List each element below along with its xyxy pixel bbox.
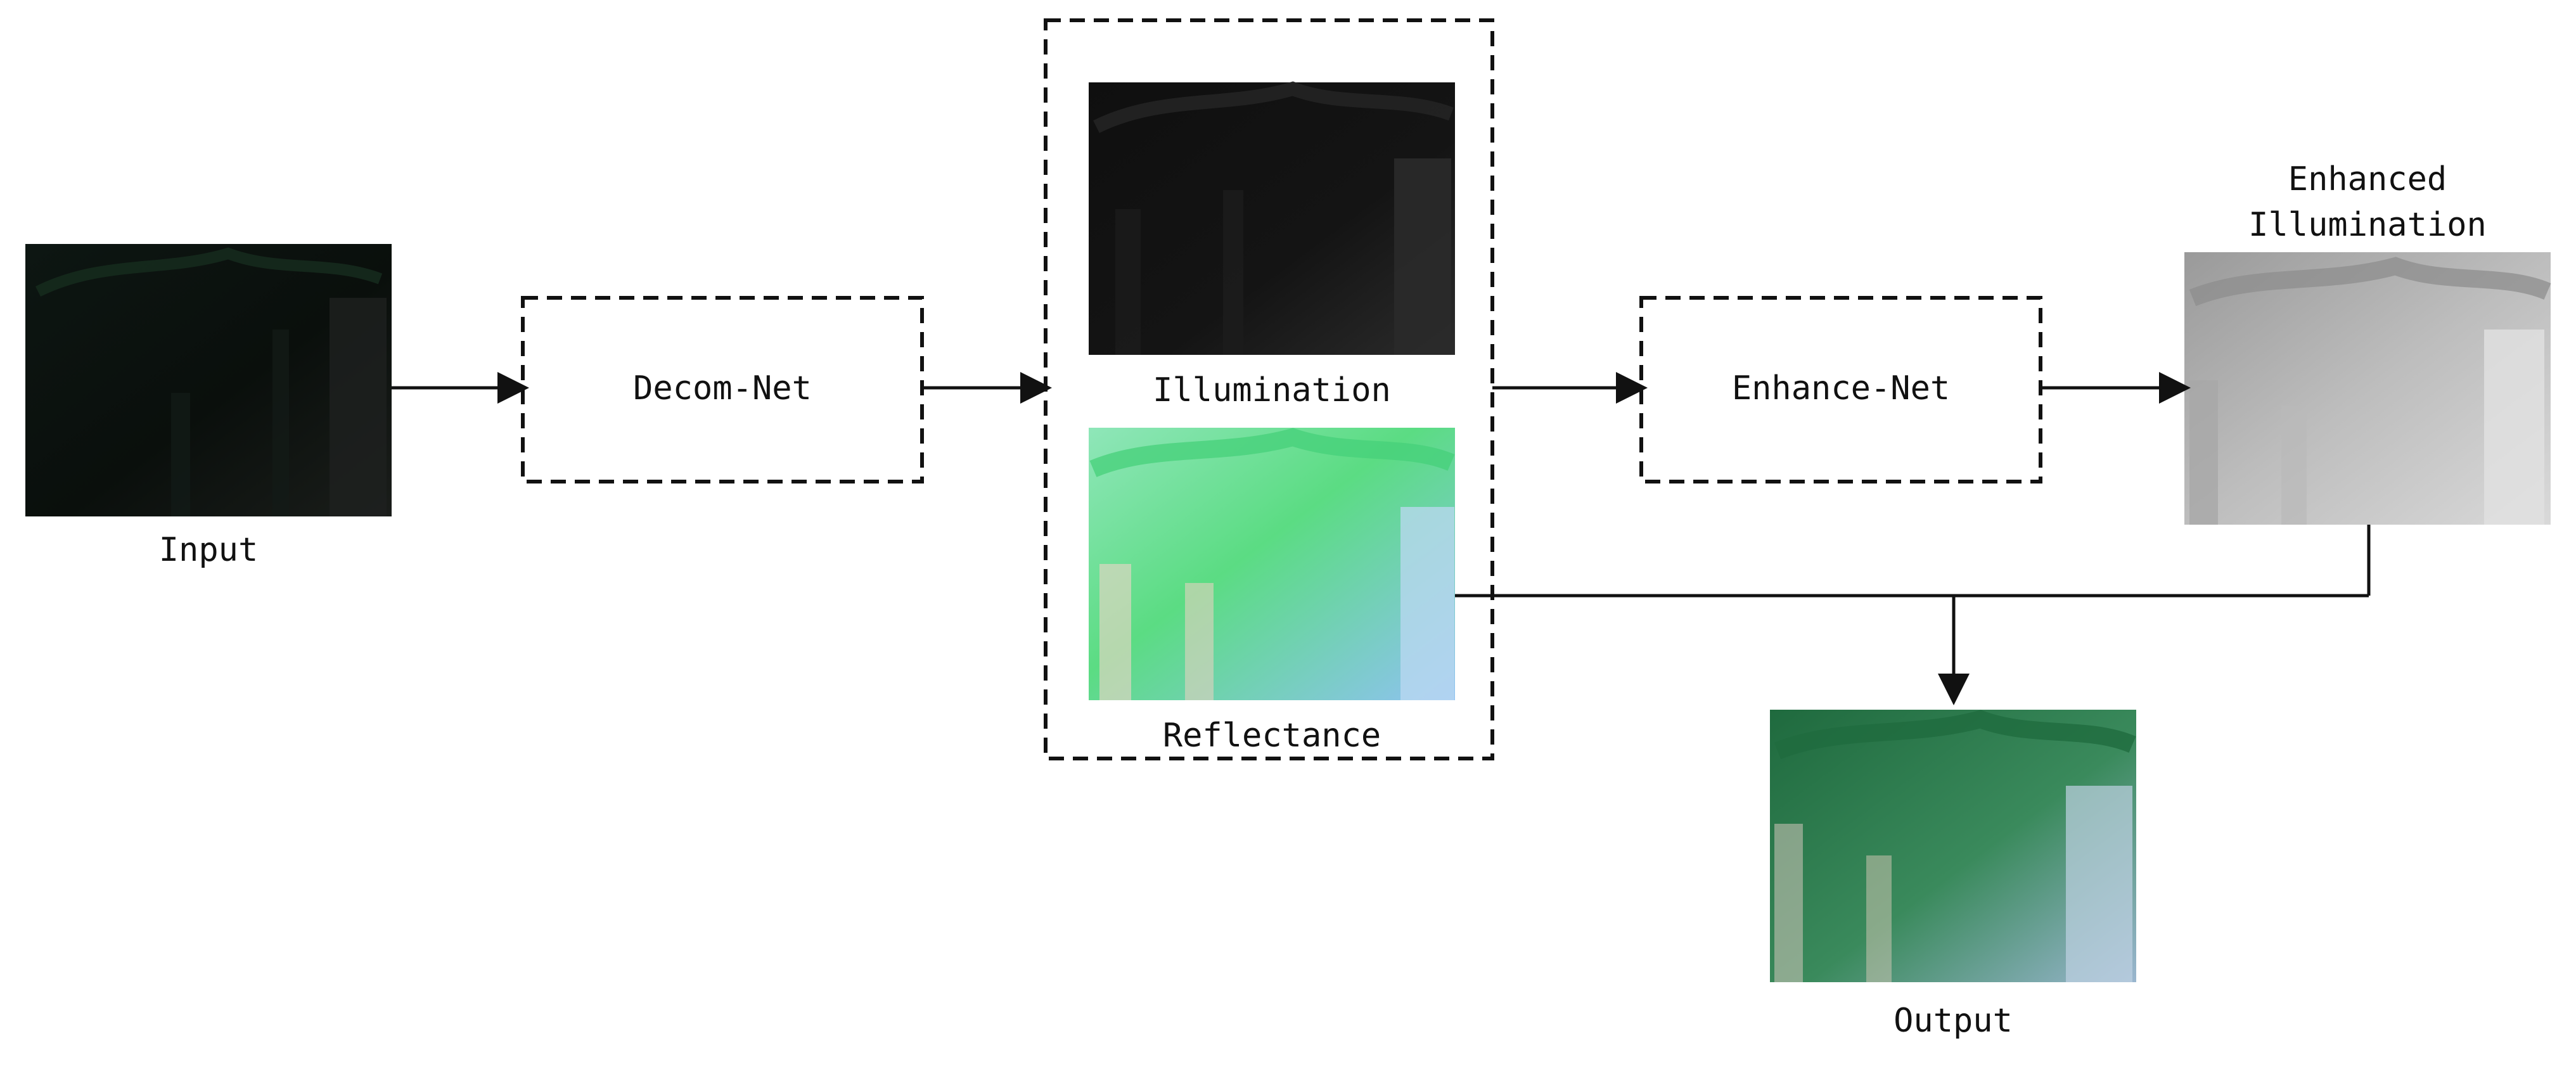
decom-net-label: Decom-Net: [633, 369, 812, 407]
output-label: Output: [1894, 1002, 2013, 1040]
enhanced-illumination-label-line1: Enhanced: [2288, 160, 2447, 198]
illumination-label: Illumination: [1153, 371, 1391, 409]
reflectance-image: [1089, 428, 1455, 700]
input-image: [25, 244, 392, 516]
input-label: Input: [159, 531, 259, 569]
output-image: [1770, 710, 2136, 982]
illumination-image: [1089, 81, 1455, 355]
enhanced-illumination-image: [2184, 252, 2551, 525]
enhance-net-label: Enhance-Net: [1732, 369, 1950, 407]
reflectance-label: Reflectance: [1163, 717, 1381, 755]
enhanced-illumination-label-line2: Illumination: [2248, 206, 2487, 244]
